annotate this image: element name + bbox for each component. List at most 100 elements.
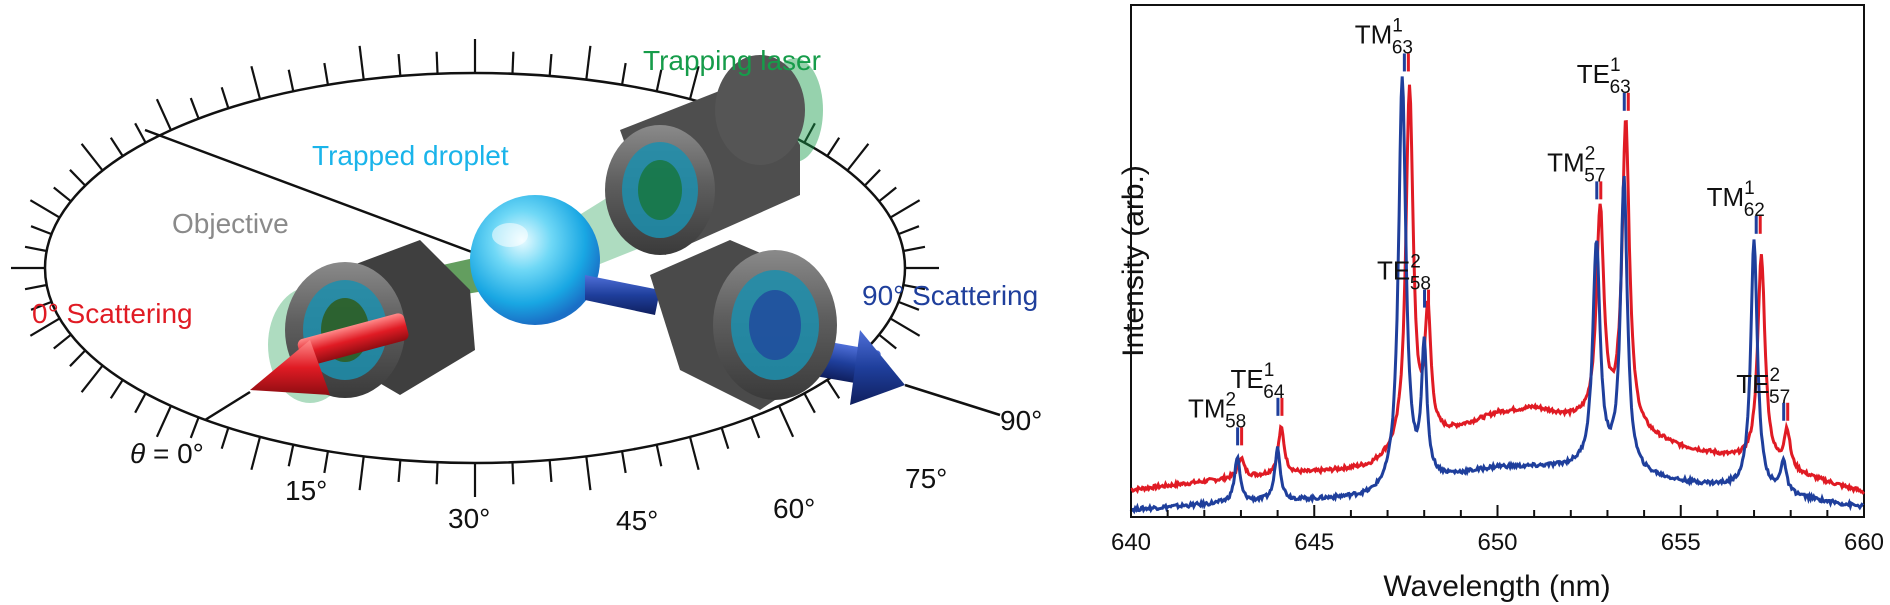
ring-tick [878, 186, 897, 203]
spectrum-series-line [1129, 76, 1865, 515]
mode-sub: 57 [1584, 165, 1605, 186]
ring-tick [903, 283, 926, 291]
ring-tick [863, 169, 881, 187]
ring-tick [155, 98, 172, 131]
label-trapped-droplet: Trapped droplet [312, 140, 509, 171]
mode-sup: 1 [1264, 360, 1275, 381]
mode-name: TM [1707, 182, 1745, 212]
mode-marker-blue [1782, 402, 1786, 421]
mode-sup: 2 [1585, 143, 1596, 164]
mode-sub: 57 [1769, 387, 1790, 408]
ring-tick [397, 459, 402, 483]
ring-tick [435, 51, 439, 74]
mode-marker-blue [1276, 397, 1280, 416]
angle-labels: 15° 30° 45° 60° 75° 90° [285, 405, 1042, 536]
mode-marker-red [1406, 53, 1410, 72]
objective-back [605, 55, 805, 255]
mode-sub: 58 [1410, 274, 1431, 295]
series-layer [1129, 76, 1866, 515]
angle-ring [11, 39, 939, 497]
ring-tick [803, 122, 816, 144]
mode-sup: 2 [1769, 365, 1780, 386]
ring-tick [846, 143, 870, 172]
ring-tick [69, 349, 87, 367]
trapped-droplet-sphere [470, 195, 600, 325]
ring-tick [511, 462, 515, 485]
mode-name: TM [1188, 393, 1226, 423]
mode-marker-red [1240, 427, 1244, 446]
ring-tick [53, 333, 72, 350]
ring-tick [750, 416, 761, 439]
ring-tick [898, 225, 920, 236]
ring-tick [53, 186, 72, 203]
mode-marker-blue [1622, 92, 1626, 111]
ring-tick [220, 86, 230, 109]
ring-tick [134, 392, 147, 414]
x-tick-label: 660 [1844, 529, 1884, 556]
ring-tick [655, 444, 663, 467]
ring-tick [29, 317, 61, 337]
label-objective: Objective [172, 208, 289, 239]
angle-label-90: 90° [1000, 405, 1042, 436]
mode-marker-red [1758, 215, 1762, 234]
mode-marker-blue [1754, 215, 1758, 234]
ring-tick [655, 69, 663, 92]
ring-tick [250, 65, 262, 100]
mode-name: TM [1547, 147, 1585, 177]
mode-sub: 64 [1263, 382, 1285, 403]
ring-tick [435, 462, 439, 485]
droplet-highlight [492, 223, 528, 247]
ring-tick [358, 456, 365, 491]
ring-tick [688, 436, 700, 471]
mode-marker-red [1786, 402, 1790, 421]
ring-tick [109, 379, 124, 399]
angle-label-75: 75° [905, 463, 947, 494]
ring-tick [511, 51, 515, 74]
ring-tick [889, 199, 921, 219]
ring-tick [889, 317, 921, 337]
ring-tick [80, 364, 104, 393]
y-axis-label: Intensity (arb.) [1117, 165, 1150, 357]
label-theta: θ = 0° [130, 438, 204, 469]
ring-tick [803, 392, 816, 414]
ring-tick [80, 143, 104, 172]
mode-sub: 62 [1744, 200, 1765, 221]
x-tick-label: 650 [1477, 529, 1517, 556]
ring-tick [898, 300, 920, 311]
ring-tick [29, 199, 61, 219]
mode-marker-blue [1423, 289, 1427, 308]
ring-tick [323, 451, 330, 474]
angle-label-30: 30° [448, 503, 490, 534]
ring-tick [878, 333, 897, 350]
line-90 [904, 383, 1001, 417]
ring-tick [24, 283, 47, 291]
ring-tick [720, 427, 730, 450]
ring-tick [397, 53, 402, 77]
mode-marker-red [1599, 181, 1603, 200]
ring-tick [323, 62, 330, 85]
ring-ticks [11, 39, 939, 497]
mode-sub: 58 [1225, 411, 1246, 432]
ring-tick [620, 62, 627, 85]
ring-tick [778, 405, 795, 438]
ring-tick [585, 456, 592, 491]
mode-name: TM [1355, 19, 1393, 49]
angle-label-15: 15° [285, 475, 327, 506]
ring-tick [134, 122, 147, 144]
spectrum-series-line [1130, 84, 1866, 495]
ring-tick [30, 225, 52, 236]
angle-label-60: 60° [773, 493, 815, 524]
mode-name: TE [1377, 256, 1410, 286]
ring-tick [548, 459, 553, 483]
mode-sup: 2 [1226, 389, 1237, 410]
ring-tick [903, 245, 926, 253]
